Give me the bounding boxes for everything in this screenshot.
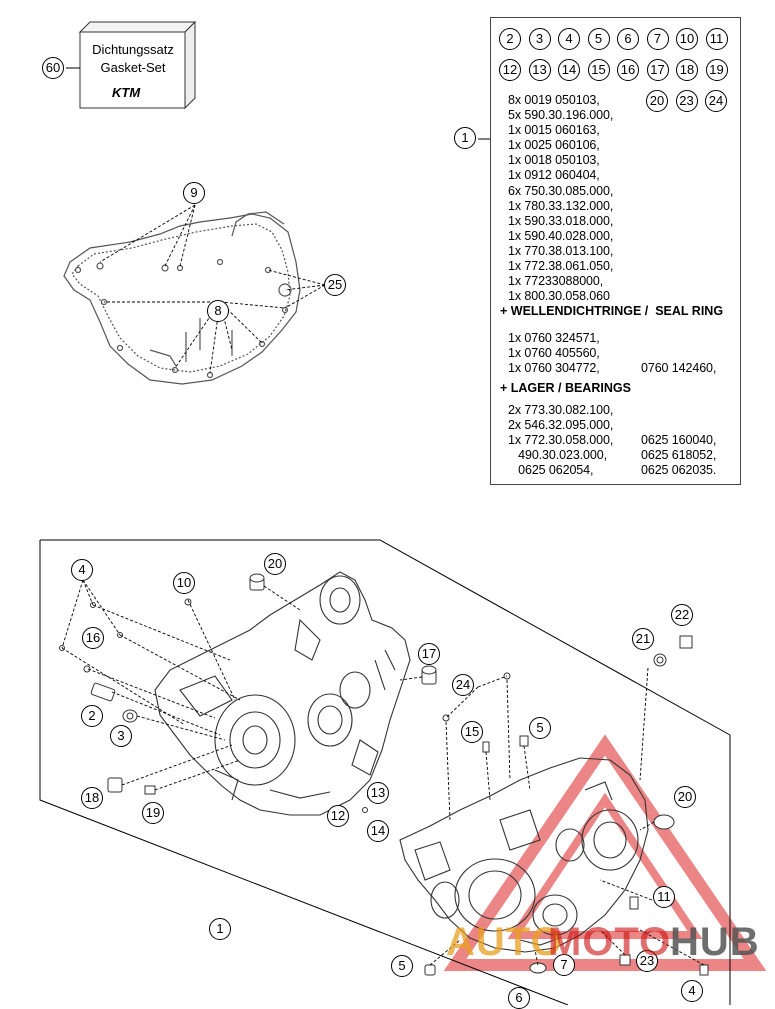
right-leader-lines (429, 667, 705, 966)
part-number-line: 0625 062054, (508, 463, 594, 478)
ref-circle-12: 12 (499, 59, 521, 81)
watermark-triangle (443, 734, 767, 971)
part-number-line: 1x 0760 324571, (508, 331, 600, 345)
ref-circle-5: 5 (587, 28, 610, 50)
main-parts-list: 8x 0019 050103,5x 590.30.196.000,1x 0015… (508, 93, 613, 304)
ref-circle-7: 7 (646, 28, 669, 50)
callout-5-lower: 5 (391, 955, 413, 977)
ref-circle-6: 6 (617, 28, 639, 50)
ref-circle-23: 23 (675, 90, 698, 112)
part-number-line: 1x 0025 060106, (508, 138, 600, 153)
part-number-line: 1x 772.30.058.000, (508, 433, 614, 448)
part-number-line: 8x 0019 050103, (508, 93, 600, 107)
bearings-list-left: 2x 773.30.082.100,2x 546.32.095.000,1x 7… (508, 403, 613, 478)
callout-3: 3 (110, 725, 132, 747)
ref-circle-18: 18 (676, 59, 698, 81)
callout-16: 16 (82, 627, 104, 649)
callout-24: 24 (452, 674, 474, 696)
ref-circle-16: 16 (617, 59, 639, 81)
ref-circle-4: 4 (558, 28, 580, 50)
left-leader-lines (61, 579, 423, 791)
callout-21: 21 (632, 628, 654, 650)
callout-25: 25 (324, 274, 346, 296)
part-number-line: 490.30.023.000, (508, 448, 607, 463)
gasket-set-label-de: Dichtungssatz (92, 42, 174, 57)
part-number-line: 1x 0018 050103, (508, 153, 600, 168)
ref-circle-19: 19 (705, 59, 728, 81)
ref-circle-17: 17 (646, 59, 669, 81)
callout-1-parts: 1 (454, 127, 476, 149)
ktm-logo: KTM (112, 85, 141, 100)
callout-2: 2 (81, 705, 103, 727)
part-number-line: 0625 160040, (641, 433, 717, 447)
ref-circle-13: 13 (528, 59, 551, 81)
gasket-leader-lines (99, 204, 326, 374)
part-number-line: 1x 770.38.013.100, (508, 243, 614, 258)
part-number-line: 5x 590.30.196.000, (508, 108, 614, 123)
watermark-auto: AUTO (446, 920, 563, 964)
callout-4-right: 4 (681, 980, 703, 1002)
callout-10: 10 (173, 572, 195, 594)
callout-8: 8 (207, 300, 229, 322)
callout-23: 23 (636, 950, 658, 972)
ref-circle-14: 14 (558, 59, 580, 81)
gasket-set-box (78, 20, 197, 110)
exploded-view-frame (39, 539, 731, 1005)
part-number-line: 1x 800.30.058.060 (508, 289, 610, 304)
callout-5-upper: 5 (529, 717, 551, 739)
callout-22: 22 (671, 604, 693, 626)
ref-circle-24: 24 (705, 90, 727, 112)
callout-13: 13 (367, 782, 389, 804)
callout-20-right: 20 (674, 786, 696, 808)
seal-ring-extra: 0760 142460, (641, 361, 717, 375)
bearings-list-right: 0625 160040,0625 618052,0625 062035. (641, 433, 716, 478)
right-crankcase-half (399, 757, 649, 953)
part-number-line: 1x 0760 304772, (508, 361, 600, 376)
part-number-line: 1x 780.33.132.000, (508, 198, 614, 213)
part-number-line: 1x 0760 405560, (508, 346, 600, 361)
part-number-line: 6x 750.30.085.000, (508, 183, 614, 198)
part-number-line: 1x 77233088000, (508, 274, 604, 289)
left-small-parts (59, 573, 437, 813)
seal-ring-list: 1x 0760 324571,1x 0760 405560,1x 0760 30… (508, 331, 600, 376)
callout-19: 19 (142, 802, 164, 824)
callout-18: 18 (81, 787, 103, 809)
watermark-hub: HUB (670, 920, 760, 964)
bearings-header: + LAGER / BEARINGS (500, 381, 631, 395)
callout-12: 12 (327, 805, 349, 827)
part-number-line: 0625 062035. (641, 463, 717, 478)
part-number-line: 0625 618052, (641, 448, 717, 463)
part-number-line: 1x 0912 060404, (508, 168, 600, 183)
ref-circle-11: 11 (705, 28, 728, 50)
ref-circle-2: 2 (499, 28, 521, 50)
ref-circle-20: 20 (646, 90, 668, 112)
ref-circle-10: 10 (676, 28, 698, 50)
callout-9: 9 (183, 182, 205, 204)
part-number-line: 2x 546.32.095.000, (508, 418, 614, 433)
callout-4-left: 4 (71, 559, 93, 581)
part-number-line: 1x 590.40.028.000, (508, 228, 614, 243)
callout-17: 17 (418, 643, 440, 665)
callout-60: 60 (42, 57, 64, 79)
left-crankcase-half (154, 571, 411, 816)
ref-circle-15: 15 (587, 59, 610, 81)
crankcase-gasket-outline (63, 211, 301, 385)
callout-14: 14 (367, 820, 389, 842)
part-number-line: 1x 590.33.018.000, (508, 213, 614, 228)
seal-ring-header: + WELLENDICHTRINGE / SEAL RING (500, 304, 724, 318)
part-number-line: 1x 0015 060163, (508, 123, 600, 138)
callout-1-case: 1 (209, 918, 231, 940)
part-number-line: 1x 772.38.061.050, (508, 259, 614, 274)
part-number-line: 2x 773.30.082.100, (508, 403, 614, 417)
callout-7: 7 (553, 954, 575, 976)
watermark-moto: MOTO (548, 920, 672, 964)
ref-circle-3: 3 (528, 28, 551, 50)
callout-15: 15 (461, 721, 483, 743)
callout-11: 11 (653, 886, 675, 908)
gasket-set-label-en: Gasket-Set (100, 60, 166, 75)
callout-6: 6 (508, 987, 530, 1009)
callout-20-left: 20 (264, 553, 286, 575)
